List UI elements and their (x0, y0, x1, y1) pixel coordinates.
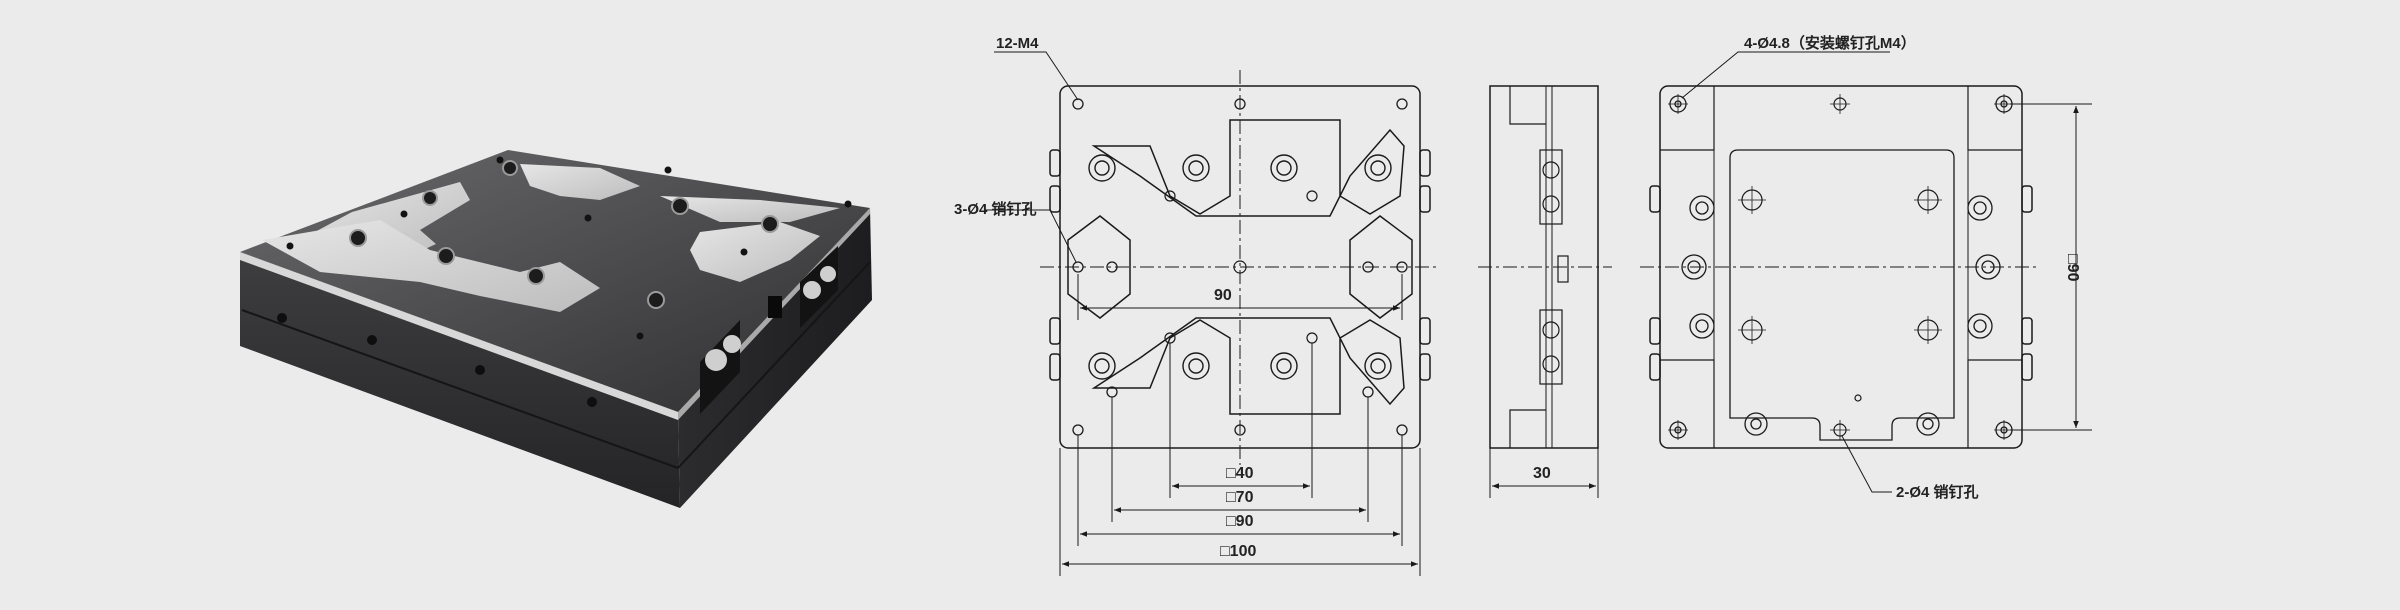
top-plate-edge-front (240, 252, 678, 420)
top-clamp-plate-lower (1091, 317, 1405, 415)
dim-side-90 (2010, 103, 2092, 431)
counterbore-holes (1088, 154, 1392, 380)
bottom-view-recess (1660, 86, 1715, 151)
dim-text-thickness: 30 (1533, 465, 1551, 482)
silver-plate-front (262, 220, 600, 312)
side-view (1478, 85, 1612, 498)
m4-holes (1072, 98, 1408, 436)
silver-plate-rear (520, 164, 640, 200)
label-m4-holes: 12-M4 (996, 35, 1039, 52)
bottom-view (1640, 51, 2092, 493)
top-view (984, 51, 1440, 576)
bottom-view-side-tabs (1649, 185, 2033, 381)
dim-90-pitch (1077, 274, 1403, 320)
dim-text-sq90: □90 (1226, 513, 1254, 530)
top-view-side-tabs (1049, 149, 1431, 381)
side-windows (700, 246, 838, 414)
dim-30-thickness (1489, 448, 1599, 498)
layer-seam-right (677, 261, 871, 469)
label-pin-holes-top: 3-Ø4 销钉孔 (954, 200, 1037, 218)
layer-seam-front (241, 309, 679, 469)
label-mount-holes: 4-Ø4.8（安装螺钉孔M4） (1744, 34, 1916, 52)
dim-text-sq40: □40 (1226, 465, 1254, 482)
dim-text-sq100: □100 (1220, 543, 1256, 560)
top-screws (349, 160, 779, 309)
bottom-crosshair-marks (1668, 94, 2014, 440)
top-holes (286, 156, 852, 340)
dim-text-90-pitch: 90 (1214, 287, 1232, 304)
side-view-bearings (1539, 149, 1569, 385)
top-view-leaders (984, 51, 1079, 263)
top-clamp-plate-left (1067, 215, 1131, 319)
side-holes (277, 313, 597, 407)
dim-square-extensions (1059, 343, 1421, 576)
bottom-view-leaders (1681, 51, 1892, 493)
silver-plate-corner (660, 196, 840, 222)
bottom-view-pocket (1729, 149, 1955, 441)
top-clamp-plate-right (1349, 215, 1413, 319)
top-clamp-plate-upper (1091, 119, 1405, 217)
top-view-centerlines (1040, 70, 1440, 465)
side-view-step (1509, 86, 1546, 125)
dim-text-sq70: □70 (1226, 489, 1254, 506)
silver-plate-right (690, 222, 820, 282)
dim-text-side-sq90: □90 (2064, 254, 2081, 282)
product-render (240, 150, 872, 508)
label-pin-holes-bottom: 2-Ø4 销钉孔 (1896, 483, 1979, 501)
bottom-counterbores (1681, 195, 2001, 436)
stage-front-face (240, 252, 680, 508)
